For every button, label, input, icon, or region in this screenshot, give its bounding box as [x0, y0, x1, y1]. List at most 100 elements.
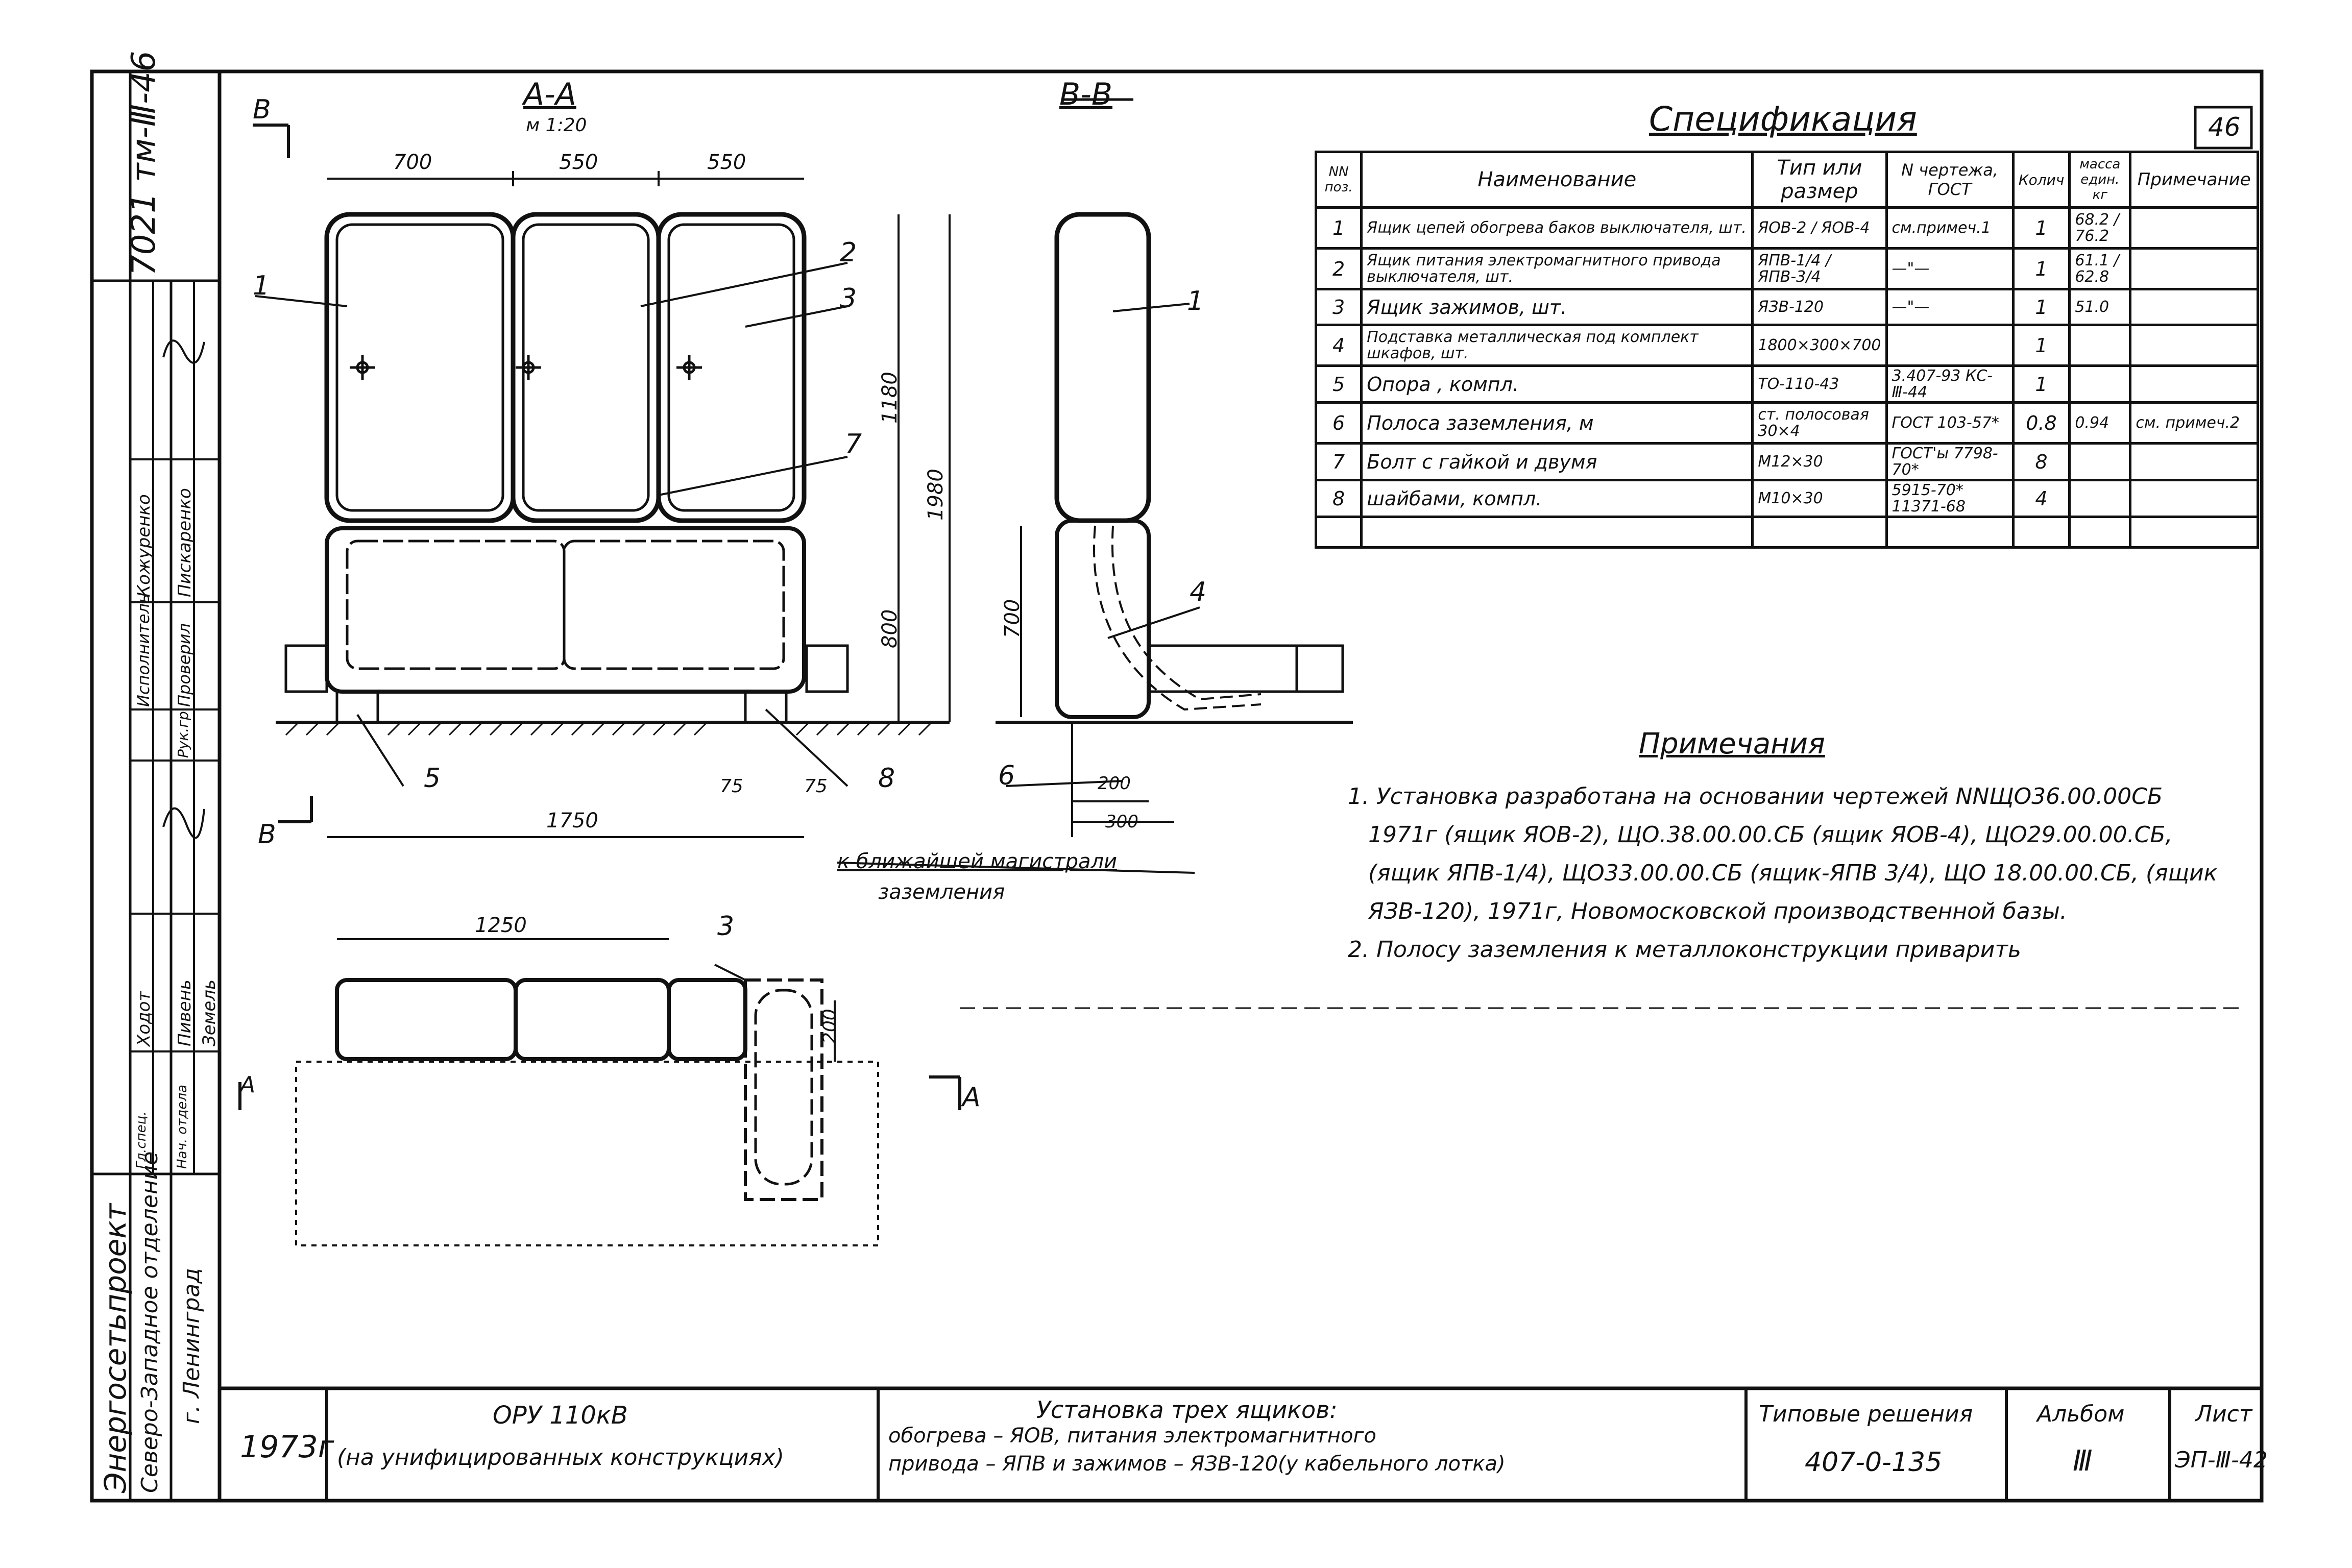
- spec-cell-qty: 1: [2011, 364, 2071, 404]
- spec-cell-name: шайбами, компл.: [1360, 479, 1754, 518]
- callout-8: 8: [878, 763, 895, 794]
- section-bb-label: В-В: [1059, 77, 1112, 112]
- callout-1-bb: 1: [1187, 286, 1204, 316]
- spec-cell-type: М10×30: [1751, 479, 1888, 518]
- dim-75-a: 75: [720, 776, 743, 797]
- spec-cell-note: [2129, 516, 2259, 549]
- spec-cell-qty: [2011, 516, 2071, 549]
- stamp-name-1: Кожуренко: [134, 494, 154, 597]
- callout-2: 2: [840, 237, 857, 268]
- ground-note-line-2: заземления: [878, 880, 1005, 904]
- spec-row: [1314, 516, 2259, 549]
- dim-700-vertical: 700: [1001, 599, 1024, 638]
- spec-cell-name: Подставка металлическая под комплект шка…: [1360, 324, 1754, 367]
- stamp-name-5: Пивень: [175, 979, 195, 1046]
- stamp-role-head: Нач. отдела: [175, 1085, 190, 1169]
- spec-cell-name: Опора , компл.: [1360, 364, 1754, 404]
- dim-550-b: 550: [707, 151, 746, 174]
- spec-row: 6 Полоса заземления, м ст. полосовая 30×…: [1314, 401, 2259, 445]
- callout-6: 6: [998, 761, 1015, 791]
- stamp-role-chief: Гл.спец.: [134, 1111, 149, 1169]
- spec-row: 7 Болт с гайкой и двумя М12×30 ГОСТ'ы 77…: [1314, 442, 2259, 481]
- spec-cell-note: см. примеч.2: [2129, 401, 2259, 445]
- spec-cell-num: 7: [1314, 442, 1363, 481]
- spec-cell-drawing: см.примеч.1: [1885, 206, 2015, 250]
- spec-row: 3 Ящик зажимов, шт. ЯЗВ-120 —"— 1 51.0: [1314, 288, 2259, 326]
- spec-cell-drawing: ГОСТ'ы 7798-70*: [1885, 442, 2015, 481]
- dim-1250: 1250: [475, 914, 527, 937]
- spec-cell-mass: [2068, 364, 2132, 404]
- notes-title: Примечания: [1639, 727, 1825, 761]
- dim-200-plan: 200: [819, 1009, 840, 1044]
- dim-1980: 1980: [924, 469, 948, 521]
- section-aa-label: А-А: [523, 77, 576, 112]
- spec-header-row: NN поз. Наименование Тип или размер N че…: [1314, 151, 2259, 209]
- spec-cell-note: [2129, 288, 2259, 326]
- spec-cell-qty: 0.8: [2011, 401, 2071, 445]
- spec-cell-mass: [2068, 516, 2132, 549]
- dim-1180: 1180: [878, 372, 902, 424]
- spec-cell-type: ЯОВ-2 / ЯОВ-4: [1751, 206, 1888, 250]
- callout-1: 1: [253, 271, 270, 301]
- dim-300: 300: [1105, 812, 1138, 832]
- notes-line-2: 1971г (ящик ЯОВ-2), ЩО.38.00.00.СБ (ящик…: [1368, 822, 2173, 848]
- spec-cell-drawing: [1885, 516, 2015, 549]
- spec-cell-note: [2129, 364, 2259, 404]
- spec-cell-num: 4: [1314, 324, 1363, 367]
- spec-cell-mass: 68.2 / 76.2: [2068, 206, 2132, 250]
- title-line-3: привода – ЯПВ и зажимов – ЯЗВ-120(у кабе…: [888, 1452, 1506, 1476]
- spec-cell-note: [2129, 206, 2259, 250]
- sheet-label: Лист: [2195, 1401, 2252, 1427]
- stamp-role-group: Рук.гр.: [175, 706, 191, 758]
- title-line-2: обогрева – ЯОВ, питания электромагнитног…: [888, 1424, 1376, 1448]
- title-project-sub: (на унифицированных конструкциях): [337, 1444, 784, 1471]
- spec-header-num: NN поз.: [1314, 151, 1363, 209]
- stamp-name-4: Ходот: [134, 991, 154, 1046]
- spec-cell-type: [1751, 516, 1888, 549]
- spec-cell-num: 3: [1314, 288, 1363, 326]
- stamp-role-checker: Проверил: [175, 623, 194, 707]
- spec-header-name: Наименование: [1360, 151, 1754, 209]
- spec-cell-name: [1360, 516, 1754, 549]
- section-b-left-mark: В: [253, 94, 271, 125]
- spec-cell-mass: [2068, 442, 2132, 481]
- spec-cell-num: 8: [1314, 479, 1363, 518]
- spec-cell-mass: 0.94: [2068, 401, 2132, 445]
- spec-header-type: Тип или размер: [1751, 151, 1888, 209]
- title-year: 1973г: [240, 1429, 334, 1465]
- spec-cell-qty: 1: [2011, 324, 2071, 367]
- spec-cell-note: [2129, 247, 2259, 290]
- stamp-dept: Северо-Западное отделение: [137, 1151, 163, 1493]
- series-value: 407-0-135: [1805, 1447, 1943, 1478]
- notes-line-3: (ящик ЯПВ-1/4), ЩО33.00.00.СБ (ящик-ЯПВ …: [1368, 860, 2218, 886]
- spec-row: 2 Ящик питания электромагнитного привода…: [1314, 247, 2259, 290]
- dim-700: 700: [393, 151, 432, 174]
- spec-row: 5 Опора , компл. ТО-110-43 3.407-93 КС-Ⅲ…: [1314, 364, 2259, 404]
- spec-cell-num: 6: [1314, 401, 1363, 445]
- stamp-city: г. Ленинград: [179, 1268, 205, 1424]
- album-value: Ⅲ: [2073, 1444, 2093, 1478]
- spec-table: NN поз. Наименование Тип или размер N че…: [1314, 151, 2259, 549]
- spec-cell-qty: 4: [2011, 479, 2071, 518]
- archive-code: 7021 тм-Ⅲ-46: [125, 51, 163, 276]
- spec-title: Спецификация: [1649, 100, 1917, 139]
- spec-row: 1 Ящик цепей обогрева баков выключателя,…: [1314, 206, 2259, 250]
- spec-cell-note: [2129, 324, 2259, 367]
- section-a-right-mark: А: [962, 1082, 981, 1113]
- spec-cell-name: Ящик зажимов, шт.: [1360, 288, 1754, 326]
- dim-75-b: 75: [804, 776, 828, 797]
- dim-550-a: 550: [559, 151, 598, 174]
- spec-cell-type: 1800×300×700: [1751, 324, 1888, 367]
- callout-7: 7: [845, 429, 862, 459]
- section-b-bottom-mark: В: [258, 819, 276, 850]
- notes-line-1: 1. Установка разработана на основании че…: [1348, 783, 2163, 810]
- spec-cell-drawing: —"—: [1885, 247, 2015, 290]
- spec-header-note: Примечание: [2129, 151, 2259, 209]
- spec-cell-type: ЯПВ-1/4 / ЯПВ-3/4: [1751, 247, 1888, 290]
- callout-3: 3: [840, 283, 857, 314]
- spec-cell-mass: 61.1 / 62.8: [2068, 247, 2132, 290]
- callout-4: 4: [1190, 577, 1207, 607]
- spec-header-mass: масса един. кг: [2068, 151, 2132, 209]
- spec-cell-drawing: 5915-70* 11371-68: [1885, 479, 2015, 518]
